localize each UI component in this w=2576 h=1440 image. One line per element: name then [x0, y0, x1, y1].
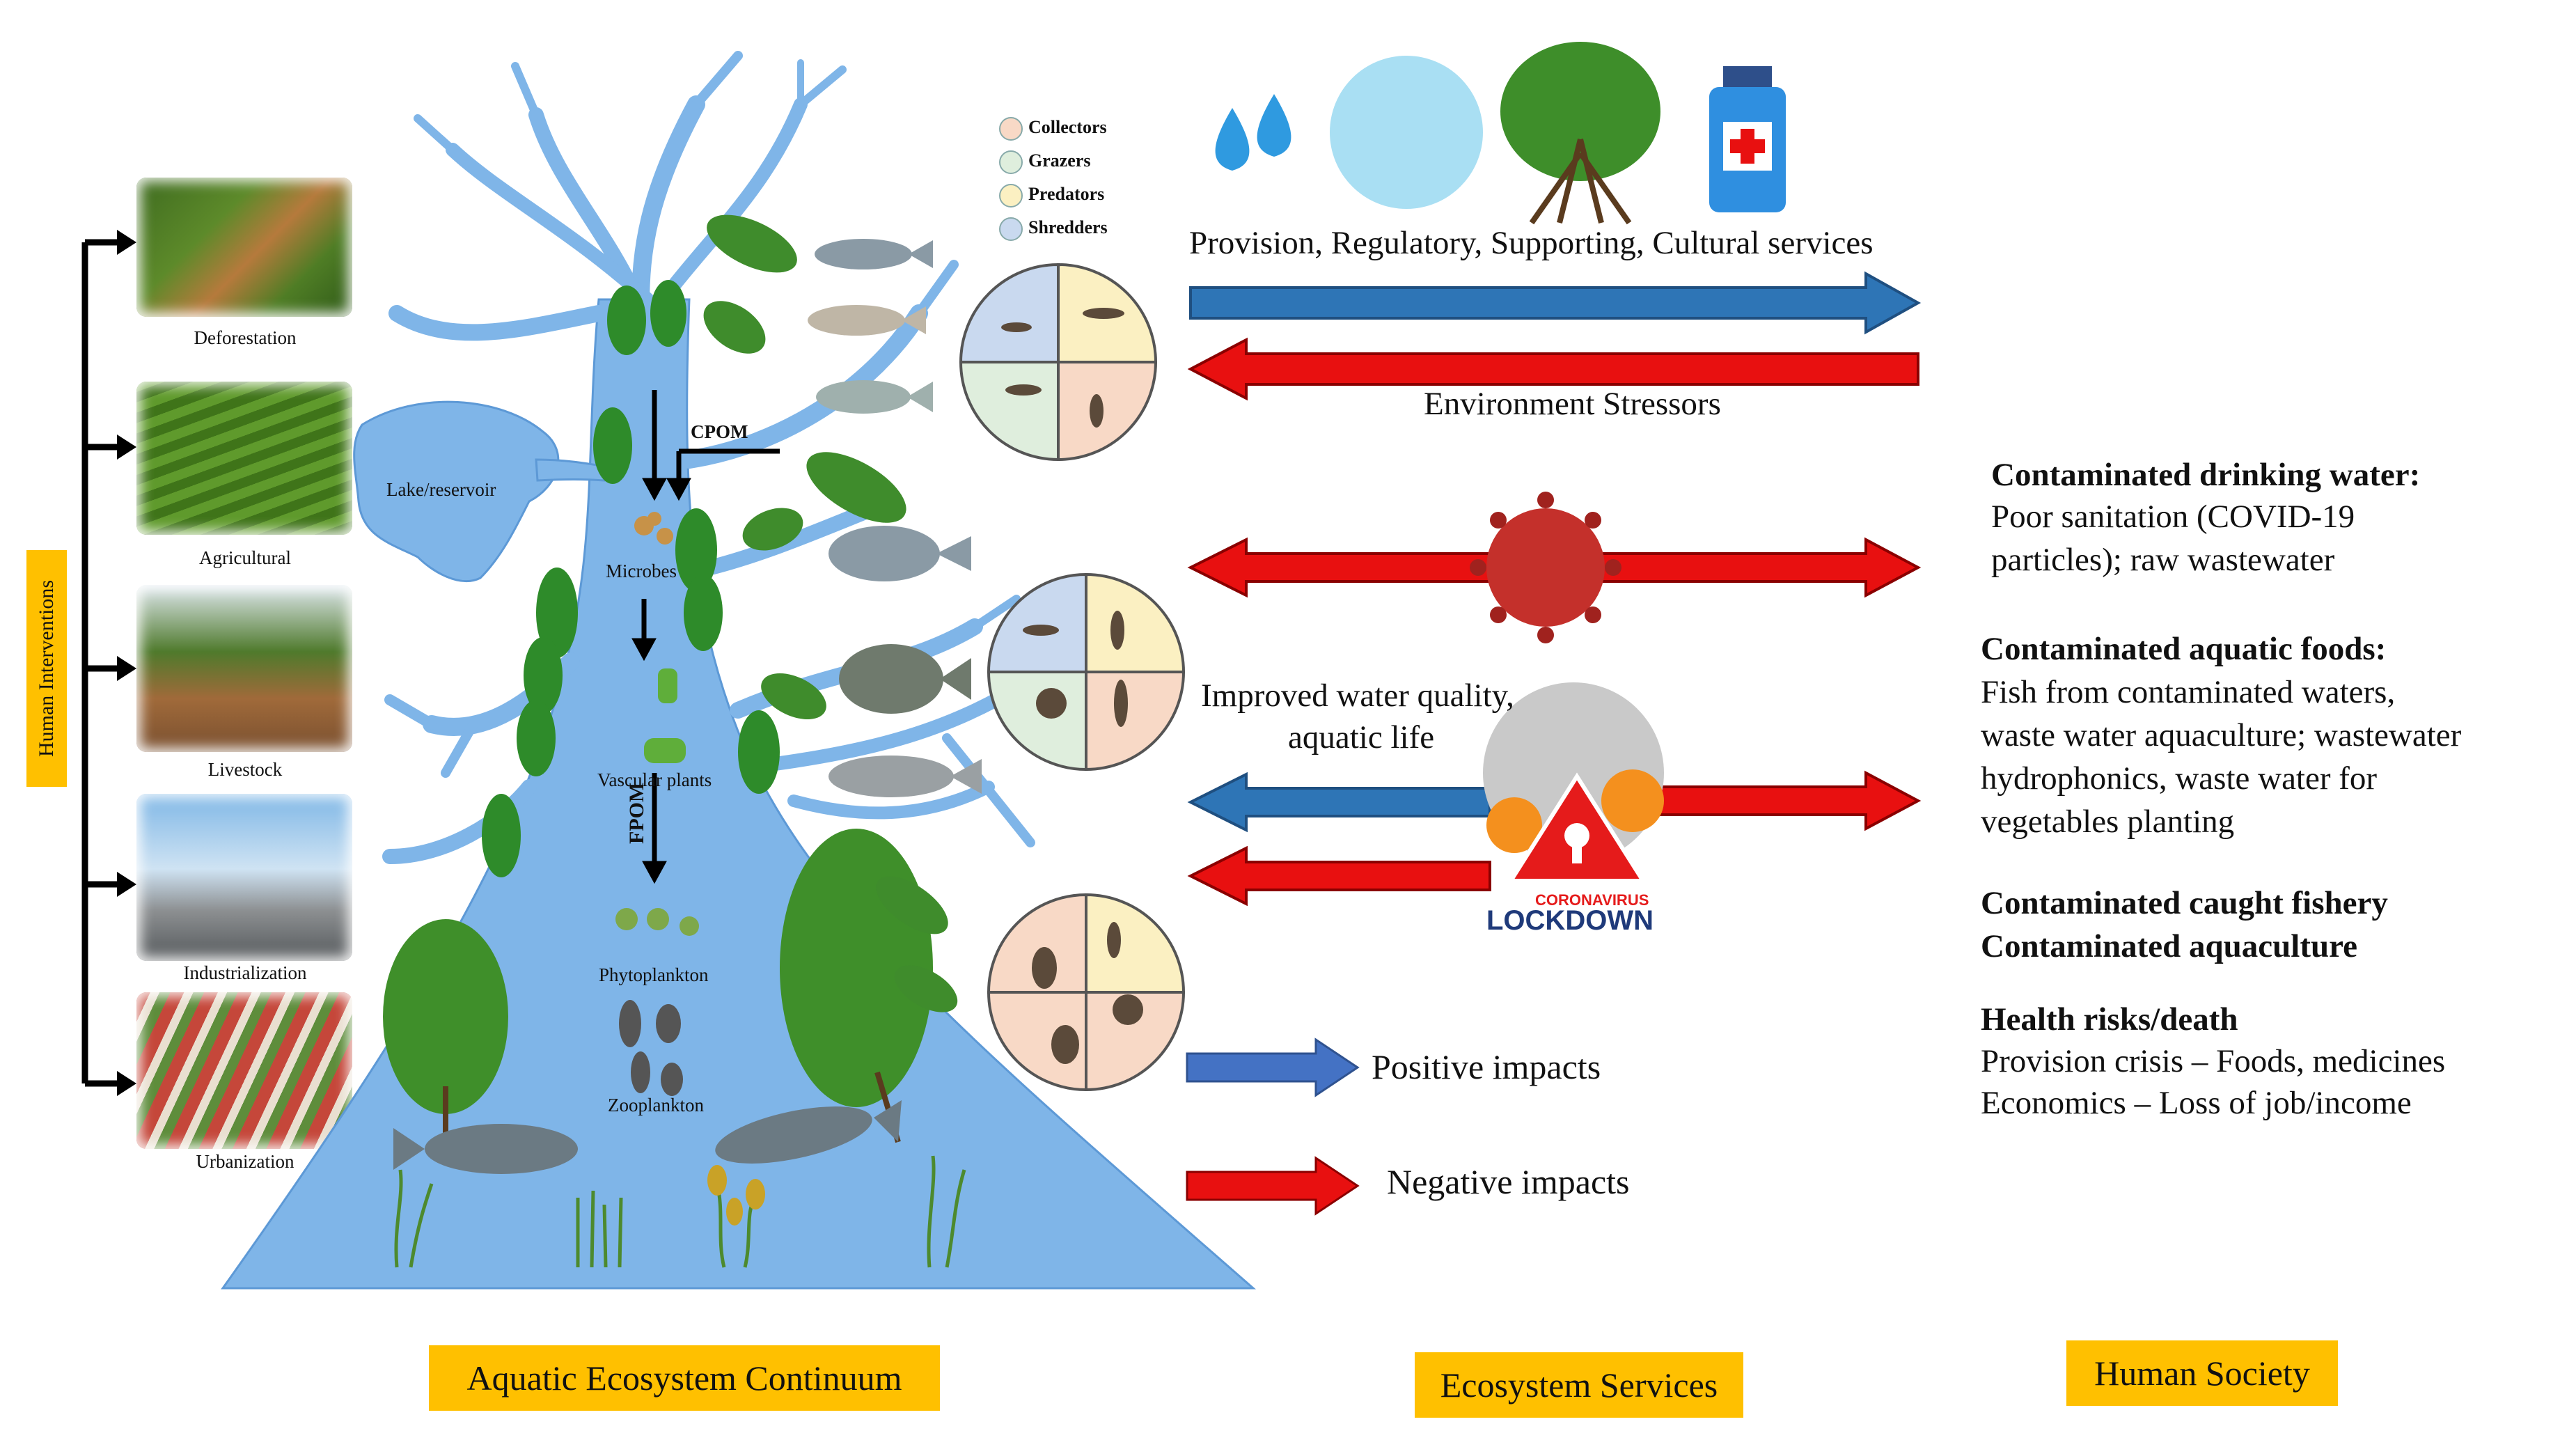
services-label: Provision, Regulatory, Supporting, Cultu…: [1189, 225, 1874, 261]
feeding-group-pies: [959, 263, 1186, 1092]
industrialization-label: Industrialization: [183, 962, 307, 983]
deforestation-photo: [136, 178, 352, 317]
aquaculture-heading: Contaminated aquaculture: [1981, 928, 2357, 964]
services-arrow: [1189, 271, 1922, 335]
improved-quality-label-2: aquatic life: [1288, 719, 1435, 756]
urbanization-photo: [136, 992, 352, 1149]
legend-swatch-collectors: [999, 117, 1023, 141]
legend-collectors: Collectors: [1028, 117, 1107, 137]
health-risks-line-2: Economics – Loss of job/income: [1981, 1085, 2412, 1121]
cpom-label: CPOM: [691, 421, 748, 442]
caught-fishery-heading: Contaminated caught fishery: [1981, 885, 2388, 921]
aquatic-life-icon: [1330, 56, 1483, 209]
legend-swatch-grazers: [999, 150, 1023, 174]
intervention-bracket: [81, 230, 136, 1096]
drinking-water-line-2: particles); raw wastewater: [1991, 542, 2335, 578]
health-risks-line-1: Provision crisis – Foods, medicines: [1981, 1043, 2446, 1079]
stressors-arrow: [1187, 337, 1919, 401]
phytoplankton-label: Phytoplankton: [599, 964, 709, 985]
footer-ecosystem-continuum: Aquatic Ecosystem Continuum: [429, 1345, 940, 1411]
improved-quality-arrow: [1187, 772, 1491, 833]
lockdown-right-arrow: [1656, 770, 1922, 831]
legend-shredders: Shredders: [1028, 217, 1108, 237]
medicine-bottle-icon: [1709, 66, 1786, 212]
lake-label: Lake/reservoir: [386, 479, 496, 500]
health-risks-heading: Health risks/death: [1981, 1001, 2238, 1038]
positive-impact-arrow: [1186, 1038, 1360, 1097]
lockdown-icon: [1483, 682, 1664, 883]
lockdown-text-1: CORONAVIRUS: [1535, 891, 1649, 909]
footer-ecosystem-services: Ecosystem Services: [1415, 1352, 1743, 1418]
lockdown-left-arrow: [1187, 845, 1491, 907]
aquatic-continuum-tree: [221, 51, 1256, 1290]
aquatic-foods-line-4: vegetables planting: [1981, 804, 2235, 840]
zooplankton-label: Zooplankton: [608, 1095, 704, 1116]
mangrove-tree-icon: [1500, 42, 1660, 225]
service-arrows: [1186, 42, 1922, 1216]
agricultural-photo: [136, 382, 352, 535]
agricultural-label: Agricultural: [199, 547, 291, 568]
legend-swatch-predators: [999, 184, 1023, 208]
improved-quality-label-1: Improved water quality,: [1201, 678, 1514, 714]
footer-human-society: Human Society: [2066, 1340, 2338, 1406]
aquatic-foods-line-2: waste water aquaculture; wastewater: [1981, 717, 2462, 753]
livestock-photo: [136, 585, 352, 752]
aquatic-foods-heading: Contaminated aquatic foods:: [1981, 631, 2387, 667]
urbanization-label: Urbanization: [196, 1151, 294, 1172]
positive-impacts-label: Positive impacts: [1372, 1047, 1601, 1086]
drinking-water-line-1: Poor sanitation (COVID-19: [1991, 499, 2355, 535]
human-interventions-label: Human Interventions: [26, 550, 67, 787]
negative-impacts-label: Negative impacts: [1387, 1162, 1630, 1201]
lockdown-text-2: LOCKDOWN: [1486, 905, 1654, 936]
livestock-label: Livestock: [207, 759, 283, 780]
negative-impact-arrow: [1186, 1156, 1360, 1216]
legend-swatch-shredders: [999, 217, 1023, 241]
aquatic-foods-line-3: hydrophonics, waste water for: [1981, 760, 2378, 797]
legend-grazers: Grazers: [1028, 150, 1091, 171]
vascular-plants-label: Vascular plants: [597, 769, 712, 790]
deforestation-label: Deforestation: [194, 327, 297, 348]
aquatic-foods-line-1: Fish from contaminated waters,: [1981, 674, 2396, 710]
stressors-label: Environment Stressors: [1424, 386, 1721, 422]
industrialization-photo: [136, 794, 352, 961]
legend-predators: Predators: [1028, 184, 1105, 204]
microbes-label: Microbes: [606, 561, 677, 581]
drinking-water-heading: Contaminated drinking water:: [1991, 457, 2421, 493]
water-drops-icon: [1215, 94, 1291, 171]
coronavirus-icon: [1470, 492, 1621, 643]
